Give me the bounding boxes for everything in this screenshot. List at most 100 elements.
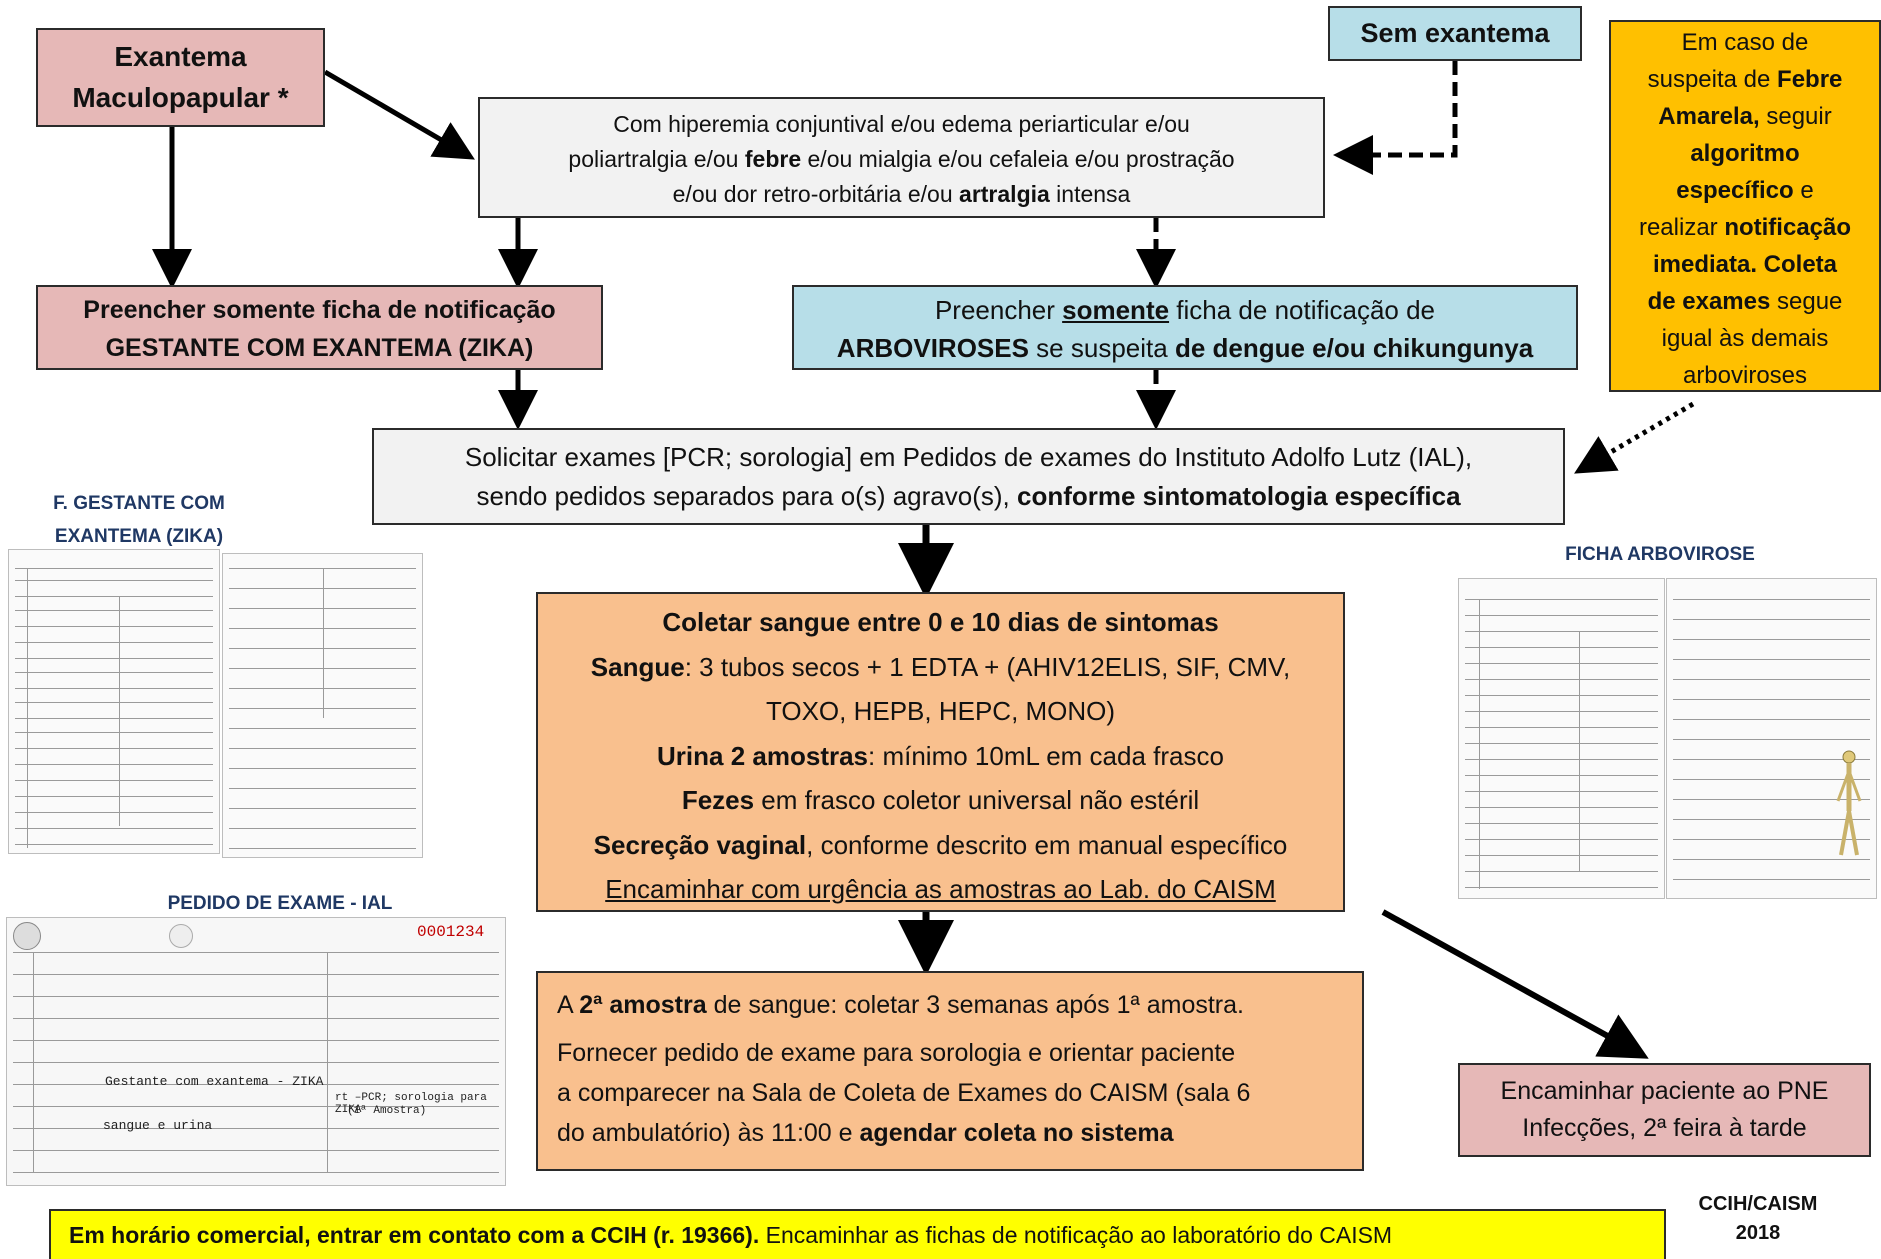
coleta-bold: Sangue — [590, 651, 685, 682]
exantema-line1: Exantema — [114, 41, 247, 72]
sinan-seal-icon — [169, 924, 193, 948]
credit-ccih: CCIH/CAISM 2018 — [1698, 1190, 1818, 1248]
coleta-sangue-box: Coletar sangue entre 0 e 10 dias de sint… — [536, 592, 1345, 912]
gestante-form-thumbnail-page1 — [8, 549, 220, 854]
sem-exantema-box: Sem exantema — [1328, 6, 1582, 61]
label-gestante-line1: F. GESTANTE COM — [53, 493, 225, 514]
arbo-text: se suspeita — [1028, 333, 1175, 363]
febre-text: e — [1793, 177, 1814, 204]
arbo-somente: somente — [1062, 295, 1170, 325]
coleta-line: Fezes em frasco coletor universal não es… — [538, 778, 1343, 823]
pedido-field-exame: rt –PCR; sorologia para ZIKA — [335, 1092, 487, 1116]
arbo-bold: de dengue e/ou chikungunya — [1174, 333, 1534, 363]
zika-notification-box: Preencher somente ficha de notificação G… — [36, 285, 603, 370]
coleta-text: : mínimo 10mL em cada frasco — [868, 740, 1224, 771]
febre-line: específico e — [1611, 172, 1879, 209]
solicitar-bold: conforme sintomatologia específica — [1016, 481, 1461, 511]
label-gestante: F. GESTANTE COM EXANTEMA (ZIKA) — [24, 487, 254, 553]
brasil-seal-icon — [13, 922, 41, 950]
segunda-line2: Fornecer pedido de exame para sorologia … — [557, 1039, 1236, 1067]
coleta-text: , conforme descrito em manual específico — [806, 829, 1288, 860]
coleta-text: em frasco coletor universal não estéril — [754, 785, 1200, 815]
pne-line2: Infecções, 2ª feira à tarde — [1522, 1114, 1807, 1142]
febre-bold: específico — [1676, 177, 1794, 204]
label-pedido: PEDIDO DE EXAME - IAL — [150, 893, 410, 915]
pedido-field-amostra: (1ª Amostra) — [347, 1105, 427, 1117]
febre-text: suspeita de — [1647, 66, 1778, 93]
symptoms-text: e/ou dor retro-orbitária e/ou — [672, 181, 960, 207]
febre-line: igual às demais — [1661, 325, 1829, 352]
gestante-form-thumbnail-page2 — [222, 553, 423, 858]
pedido-field-agravo: Gestante com exantema - ZIKA — [105, 1074, 324, 1089]
zika-line1: Preencher somente ficha de notificação — [83, 296, 556, 324]
febre-line: imediata. Coleta — [1652, 251, 1838, 278]
febre-bold: de exames — [1647, 288, 1771, 315]
solicitar-line1: Solicitar exames [PCR; sorologia] em Ped… — [464, 442, 1473, 472]
symptoms-box: Com hiperemia conjuntival e/ou edema per… — [478, 97, 1325, 218]
footer-bold: Em horário comercial, entrar em contato … — [69, 1222, 760, 1248]
footer-text: Encaminhar as fichas de notificação ao l… — [759, 1222, 1393, 1248]
febre-amarela-box: Em caso de suspeita de Febre Amarela, se… — [1609, 20, 1881, 392]
segunda-line3: a comparecer na Sala de Coleta de Exames… — [557, 1079, 1251, 1107]
coleta-bold: Urina 2 amostras — [657, 740, 869, 771]
label-arbovirose: FICHA ARBOVIROSE — [1530, 544, 1790, 566]
febre-line: realizar notificação — [1611, 209, 1879, 246]
symptom-artralgia: artralgia — [959, 181, 1050, 207]
segunda-bold: 2ª amostra — [579, 991, 707, 1019]
febre-line: arboviroses — [1682, 362, 1808, 389]
credit-line2: 2018 — [1735, 1222, 1781, 1244]
arrow-febre-solicitar — [1574, 401, 1695, 474]
arbo-bold: ARBOVIROSES — [836, 333, 1029, 363]
segunda-line1: A 2ª amostra de sangue: coletar 3 semana… — [557, 985, 1362, 1025]
label-pedido-text: PEDIDO DE EXAME - IAL — [167, 893, 393, 914]
segunda-text: A — [557, 991, 580, 1019]
pedido-field-material: sangue e urina — [103, 1118, 213, 1133]
arrow-exantema-symptoms — [323, 69, 475, 160]
symptom-febre: febre — [744, 146, 802, 172]
skeleton-figure-icon — [1836, 749, 1862, 859]
febre-line: Amarela, seguir — [1611, 98, 1879, 135]
febre-bold: Febre — [1777, 66, 1843, 93]
arbo-line1: Preencher somente ficha de notificação d… — [794, 291, 1576, 329]
symptoms-line2: poliartralgia e/ou febre e/ou mialgia e/… — [480, 142, 1323, 177]
febre-bold: Amarela, — [1658, 103, 1760, 130]
coleta-line: TOXO, HEPB, HEPC, MONO) — [765, 696, 1116, 726]
solicitar-exames-box: Solicitar exames [PCR; sorologia] em Ped… — [372, 428, 1565, 525]
arrow-coleta-pne — [1381, 909, 1649, 1059]
febre-bold: notificação — [1724, 214, 1852, 241]
segunda-bold: agendar coleta no sistema — [859, 1119, 1174, 1147]
symptoms-text: poliartralgia e/ou — [568, 146, 745, 172]
febre-line: suspeita de Febre — [1611, 61, 1879, 98]
sem-exantema-text: Sem exantema — [1360, 18, 1550, 48]
febre-text: realizar — [1638, 214, 1725, 241]
coleta-line: Sangue: 3 tubos secos + 1 EDTA + (AHIV12… — [538, 645, 1343, 690]
febre-line: Em caso de — [1681, 29, 1809, 56]
symptoms-line3: e/ou dor retro-orbitária e/ou artralgia … — [480, 177, 1323, 212]
pne-infeccoes-box: Encaminhar paciente ao PNE Infecções, 2ª… — [1458, 1063, 1871, 1157]
febre-text: segue — [1770, 288, 1843, 315]
arbo-text: Preencher — [934, 295, 1063, 325]
febre-line: de exames segue — [1611, 283, 1879, 320]
segunda-text: de sangue: coletar 3 semanas após 1ª amo… — [706, 991, 1244, 1019]
arbovirose-notification-box: Preencher somente ficha de notificação d… — [792, 285, 1578, 370]
exantema-maculopapular-box: Exantema Maculopapular * — [36, 28, 325, 127]
solicitar-line2: sendo pedidos separados para o(s) agravo… — [374, 477, 1563, 516]
pedido-number: 0001234 — [417, 923, 485, 941]
febre-text: seguir — [1759, 103, 1832, 130]
arrow-sem-exantema-symptoms — [1333, 61, 1458, 175]
label-arbovirose-text: FICHA ARBOVIROSE — [1565, 544, 1755, 565]
coleta-line: Urina 2 amostras: mínimo 10mL em cada fr… — [538, 734, 1343, 779]
arbovirose-form-thumbnail-page1 — [1458, 578, 1665, 899]
symptoms-text: e/ou mialgia e/ou cefaleia e/ou prostraç… — [801, 146, 1235, 172]
solicitar-text: sendo pedidos separados para o(s) agravo… — [476, 481, 1017, 511]
exantema-line2: Maculopapular * — [72, 82, 289, 113]
arbo-line2: ARBOVIROSES se suspeita de dengue e/ou c… — [794, 329, 1576, 367]
segunda-line4: do ambulatório) às 11:00 e agendar colet… — [557, 1113, 1362, 1153]
pedido-exame-form-thumbnail: 0001234 Gestante com exantema - ZIKA rt … — [6, 917, 506, 1186]
febre-line: algoritmo — [1690, 140, 1800, 167]
coleta-bold: Fezes — [681, 785, 755, 815]
coleta-text: : 3 tubos secos + 1 EDTA + (AHIV12ELIS, … — [684, 651, 1291, 682]
coleta-line: Encaminhar com urgência as amostras ao L… — [605, 874, 1276, 904]
zika-line2: GESTANTE COM EXANTEMA (ZIKA) — [105, 334, 534, 362]
